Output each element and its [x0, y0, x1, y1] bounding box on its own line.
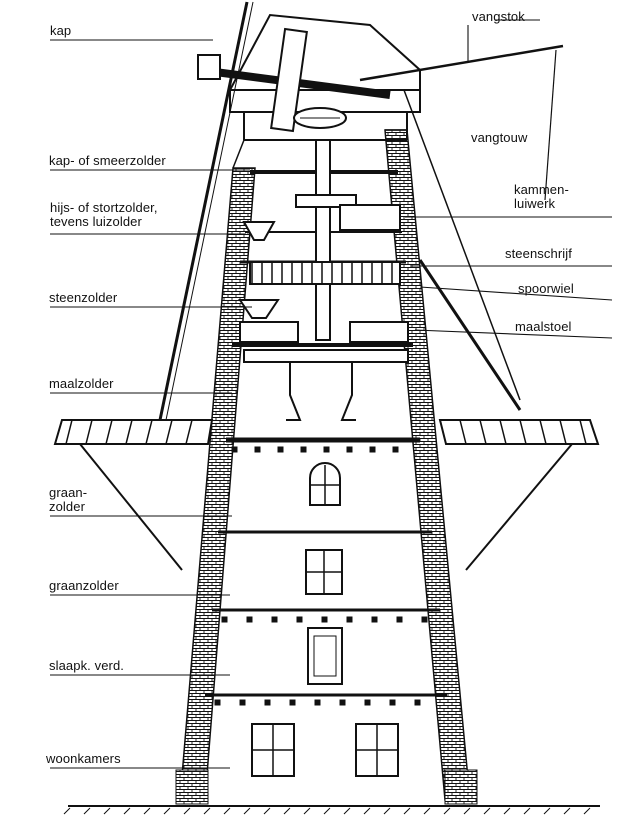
ground	[63, 805, 600, 815]
label-steenzolder: steenzolder	[49, 290, 118, 305]
tower-walls	[175, 129, 478, 805]
label-kap-of-smeerzolder: kap- of smeerzolder	[49, 153, 166, 168]
label-graanzolder-upper-line1: graan-	[49, 485, 88, 500]
label-vangstok: vangstok	[472, 9, 525, 24]
label-kammenluiwerk: kammen- luiwerk	[514, 183, 569, 211]
label-hijs-of-stortzolder: hijs- of stortzolder, tevens luizolder	[50, 201, 158, 229]
label-kap: kap	[50, 23, 72, 38]
label-hijs-line1: hijs- of stortzolder,	[50, 200, 158, 215]
cap-and-wind-shaft	[158, 1, 564, 421]
stage-balcony	[53, 89, 600, 571]
label-hijs-line2: tevens luizolder	[50, 214, 142, 229]
label-maalzolder: maalzolder	[49, 376, 114, 391]
label-kammenluiwerk-line2: luiwerk	[514, 196, 556, 211]
label-graanzolder-lower: graanzolder	[49, 578, 119, 593]
label-graanzolder-upper-line2: zolder	[49, 499, 86, 514]
label-kammenluiwerk-line1: kammen-	[514, 182, 569, 197]
label-maalstoel: maalstoel	[515, 319, 572, 334]
label-woonkamers: woonkamers	[46, 751, 121, 766]
label-steenschrijf: steenschrijf	[505, 246, 572, 261]
label-spoorwiel: spoorwiel	[518, 281, 574, 296]
spindle-and-gears	[238, 139, 409, 421]
label-vangtouw: vangtouw	[471, 130, 528, 145]
label-graanzolder-upper: graan- zolder	[49, 486, 87, 514]
label-slaapk-verd: slaapk. verd.	[49, 658, 125, 673]
leader-lines	[50, 19, 613, 769]
windows-and-door	[251, 462, 399, 777]
